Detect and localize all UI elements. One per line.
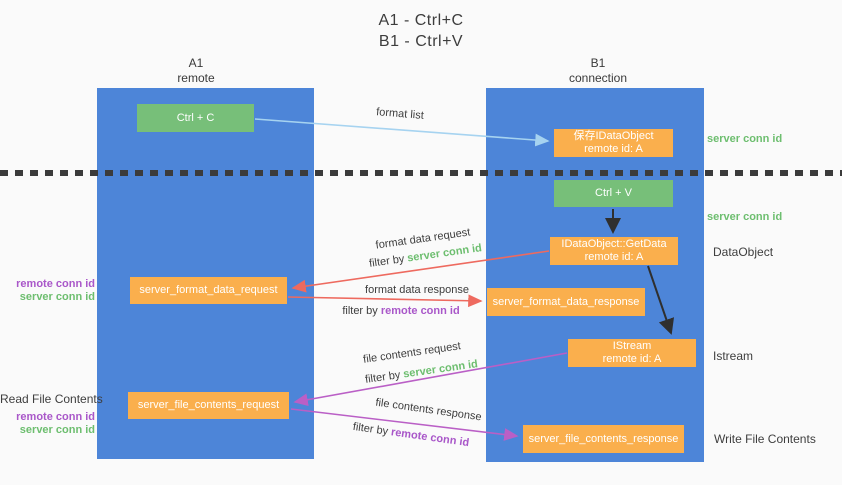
lane-a1-subtitle: remote — [177, 71, 215, 85]
lane-header-b1: B1 connection — [538, 56, 658, 86]
node-ctrl-c: Ctrl + C — [137, 104, 254, 132]
node-getdata-line1: IDataObject::GetData — [561, 238, 667, 250]
lane-b1-name: B1 — [590, 56, 606, 70]
node-ctrl-c-label: Ctrl + C — [176, 111, 215, 124]
node-save-line2: remote id: A — [584, 143, 643, 155]
annotation-istream: Istream — [713, 349, 754, 363]
title-line-a1: A1 - Ctrl+C — [378, 12, 464, 29]
lane-b1-subtitle: connection — [568, 71, 628, 85]
annotation-server-conn-id-mid: server conn id — [707, 211, 783, 223]
filter-by-text: filter by — [352, 420, 392, 439]
diagram-title: A1 - Ctrl+C B1 - Ctrl+V — [301, 10, 541, 52]
node-save-idataobject: 保存IDataObject remote id: A — [554, 129, 673, 157]
node-server-file-contents-request: server_file_contents_request — [128, 392, 289, 419]
server-conn-id-text: server conn id — [402, 358, 479, 381]
arrow-format-data-response — [287, 294, 483, 308]
node-ctrl-v: Ctrl + V — [554, 180, 673, 207]
node-ctrl-v-label: Ctrl + V — [595, 187, 632, 199]
node-save-line1: 保存IDataObject — [573, 130, 654, 142]
annotation-server-conn-id-left-1: server conn id — [19, 291, 95, 303]
node-file-res-label: server_file_contents_response — [528, 432, 679, 445]
remote-conn-id-text: remote conn id — [380, 305, 460, 317]
remote-conn-id-text: remote conn id — [390, 426, 470, 450]
node-server-format-data-response: server_format_data_response — [487, 288, 645, 316]
annotation-write-file-contents: Write File Contents — [714, 432, 816, 446]
node-getdata-line2: remote id: A — [584, 251, 644, 263]
lane-header-a1: A1 remote — [136, 56, 256, 86]
node-fmt-req-label: server_format_data_request — [139, 284, 278, 296]
title-line-b1: B1 - Ctrl+V — [378, 33, 464, 50]
label-filter-remote-2: filter by remote conn id — [350, 421, 472, 450]
node-istream: IStream remote id: A — [568, 339, 696, 367]
filter-by-text: filter by — [364, 368, 405, 386]
node-idataobject-getdata: IDataObject::GetData remote id: A — [550, 237, 678, 265]
annotation-server-conn-id-top: server conn id — [707, 133, 783, 145]
label-filter-remote-1: filter by remote conn id — [341, 305, 461, 317]
node-server-format-data-request: server_format_data_request — [130, 277, 287, 304]
annotation-server-conn-id-left-2: server conn id — [19, 424, 95, 436]
label-format-list: format list — [375, 106, 425, 122]
label-file-contents-response: file contents response — [374, 396, 483, 424]
filter-by-text: filter by — [342, 305, 381, 317]
annotation-remote-conn-id-1: remote conn id — [16, 278, 95, 290]
node-fmt-res-label: server_format_data_response — [492, 295, 640, 308]
filter-by-text: filter by — [368, 252, 409, 270]
node-istream-line1: IStream — [612, 340, 652, 352]
node-file-req-label: server_file_contents_request — [137, 399, 280, 411]
node-server-file-contents-response: server_file_contents_response — [523, 425, 684, 453]
node-istream-line2: remote id: A — [602, 353, 662, 365]
annotation-remote-conn-id-2: remote conn id — [16, 411, 95, 423]
dotted-divider — [0, 170, 842, 176]
annotation-dataobject: DataObject — [713, 245, 774, 259]
label-format-data-response: format data response — [365, 284, 469, 296]
annotation-read-file-contents: Read File Contents — [0, 392, 103, 406]
lane-a1-name: A1 — [188, 56, 204, 70]
